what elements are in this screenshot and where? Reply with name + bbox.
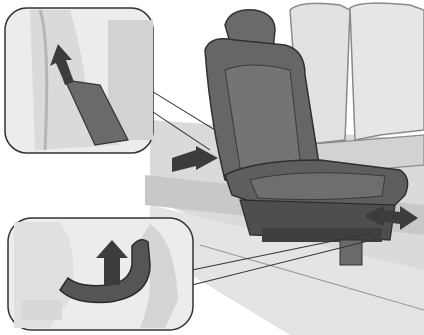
top-left-inset (5, 8, 153, 153)
bottom-left-inset (8, 218, 193, 330)
cushion-top (250, 173, 385, 200)
